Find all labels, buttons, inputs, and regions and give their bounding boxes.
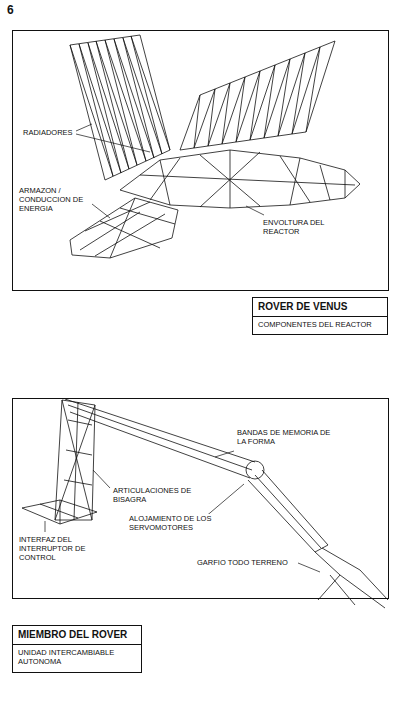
- page-number: 6: [6, 3, 15, 17]
- arm-wireframe: [22, 399, 388, 608]
- caption-text: UNIDAD INTERCAMBIABLE AUTONOMA: [18, 648, 136, 667]
- shoulder-segment: [55, 400, 95, 520]
- claw: [315, 545, 388, 608]
- radiator-fins: [70, 35, 170, 180]
- part-label: ARMAZON / CONDUCCION DE ENERGIA: [18, 186, 92, 213]
- radiator-fins: [70, 35, 170, 180]
- part-label: INTERFAZ DEL INTERRUPTOR DE CONTROL: [18, 535, 98, 562]
- leader-line: [298, 563, 320, 572]
- leader-line: [204, 484, 244, 518]
- radiator-fins: [180, 41, 335, 150]
- part-label: ALOJAMIENTO DE LOS SERVOMOTORES: [128, 514, 220, 532]
- leader-line: [76, 124, 92, 131]
- panel-frame: [13, 399, 389, 599]
- leader-line: [92, 204, 110, 218]
- frame-conduit: [80, 198, 175, 258]
- caption-title: ROVER DE VENUS: [253, 301, 387, 317]
- leader-line: [215, 451, 234, 457]
- reactor-wireframe: [70, 35, 360, 258]
- caption-text: COMPONENTES DEL REACTOR: [258, 320, 382, 329]
- panel-frame: [13, 31, 389, 291]
- leader-line: [76, 134, 150, 152]
- part-label: GARFIO TODO TERRENO: [196, 558, 289, 567]
- part-label: RADIADORES: [22, 128, 74, 137]
- part-label: ENVOLTURA DEL REACTOR: [262, 218, 342, 236]
- control-interface: [22, 500, 97, 524]
- caption-box: ROVER DE VENUS COMPONENTES DEL REACTOR: [252, 297, 388, 335]
- caption-content: MIEMBRO DEL ROVERUNIDAD INTERCAMBIABLE A…: [18, 629, 136, 666]
- caption-title: MIEMBRO DEL ROVER: [13, 629, 141, 645]
- reactor-shell: [140, 150, 355, 208]
- leader-line: [93, 470, 110, 488]
- part-label: BANDAS DE MEMORIA DE LA FORMA: [236, 428, 338, 446]
- caption-content: ROVER DE VENUSCOMPONENTES DEL REACTOR: [258, 301, 382, 329]
- elbow-joint: [246, 461, 264, 479]
- radiator-fins: [180, 41, 335, 150]
- reactor-shell: [120, 150, 360, 208]
- part-label: ARTICULACIONES DE BISAGRA: [112, 486, 196, 504]
- caption-box: MIEMBRO DEL ROVER UNIDAD INTERCAMBIABLE A…: [12, 625, 142, 673]
- leader-line: [246, 206, 264, 215]
- leader-line: [45, 521, 46, 532]
- hinge-joints: [55, 400, 95, 520]
- forearm: [248, 470, 328, 552]
